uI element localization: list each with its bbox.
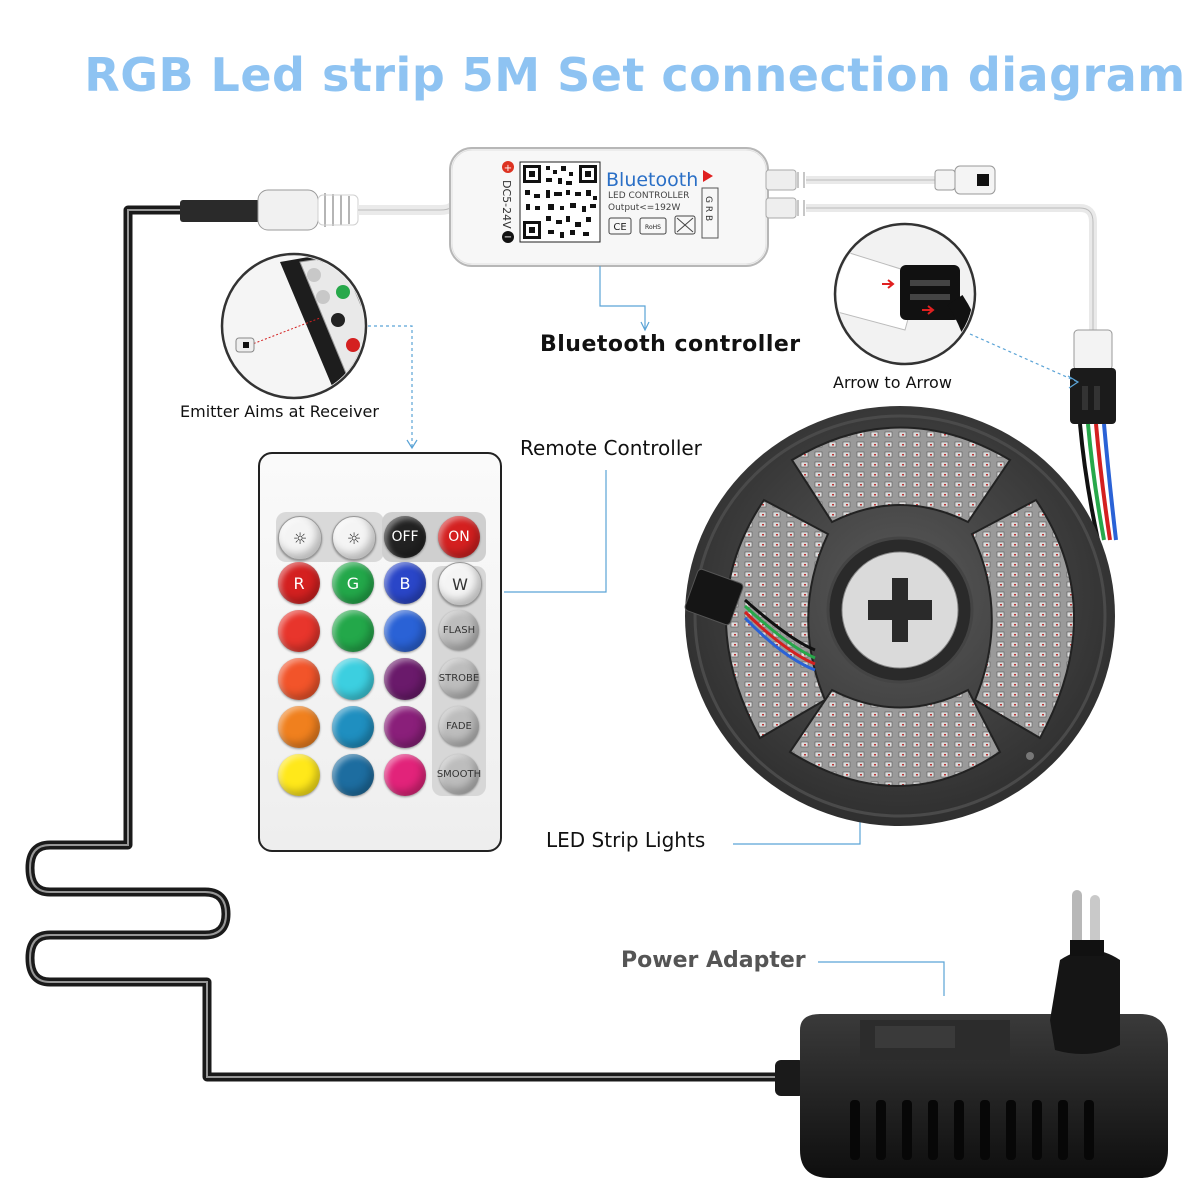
color-button[interactable] — [332, 610, 374, 652]
strobe-button[interactable]: STROBE — [439, 658, 479, 698]
svg-text:−: − — [504, 232, 512, 243]
svg-text:+: + — [504, 163, 512, 174]
brightness-up-button[interactable]: ☼ — [278, 516, 322, 560]
color-button[interactable] — [278, 754, 320, 796]
blue-button[interactable]: B — [384, 562, 426, 604]
diagram-title: RGB Led strip 5M Set connection diagram — [84, 48, 1186, 102]
controller-rohs: RoHS — [645, 224, 661, 231]
emitter-inset — [220, 252, 368, 400]
label-emitter: Emitter Aims at Receiver — [180, 402, 379, 421]
color-button[interactable] — [384, 658, 426, 700]
color-button[interactable] — [332, 658, 374, 700]
controller-leads — [765, 165, 1118, 541]
smooth-button[interactable]: SMOOTH — [437, 754, 481, 794]
controller-brand: Bluetooth — [606, 169, 698, 191]
label-remote-controller: Remote Controller — [520, 436, 702, 460]
dc-connector — [180, 189, 460, 231]
color-button[interactable] — [278, 610, 320, 652]
color-button[interactable] — [332, 754, 374, 796]
on-button[interactable]: ON — [438, 516, 480, 558]
flash-button[interactable]: FLASH — [439, 610, 479, 650]
led-strip-reel — [684, 406, 1115, 826]
green-button[interactable]: G — [332, 562, 374, 604]
fade-button[interactable]: FADE — [439, 706, 479, 746]
brightness-down-button[interactable]: ☼ — [332, 516, 376, 560]
power-adapter — [775, 890, 1168, 1178]
controller-output: Output<=192W — [608, 203, 681, 213]
remote-controller: ☼ ☼ OFF ON R G B W FLASH STROBE FADE SMO… — [258, 452, 502, 852]
label-bluetooth-controller: Bluetooth controller — [540, 332, 801, 357]
bluetooth-controller: + − DC5-24V Bluetooth LED CONTROLLER Out… — [449, 147, 769, 267]
color-button[interactable] — [278, 706, 320, 748]
arrow-inset — [833, 222, 977, 366]
color-button[interactable] — [278, 658, 320, 700]
color-button[interactable] — [384, 706, 426, 748]
controller-ce: CE — [613, 222, 626, 233]
label-led-strip-lights: LED Strip Lights — [546, 828, 706, 852]
color-button[interactable] — [384, 610, 426, 652]
controller-subtitle: LED CONTROLLER — [608, 191, 689, 201]
controller-pins: G R B — [703, 196, 713, 221]
red-button[interactable]: R — [278, 562, 320, 604]
leader-lines — [368, 266, 1080, 996]
white-button[interactable]: W — [438, 562, 482, 606]
color-button[interactable] — [332, 706, 374, 748]
off-button[interactable]: OFF — [384, 516, 426, 558]
label-power-adapter: Power Adapter — [621, 948, 806, 973]
label-arrow-to-arrow: Arrow to Arrow — [833, 373, 952, 392]
controller-voltage: DC5-24V — [500, 180, 513, 229]
color-button[interactable] — [384, 754, 426, 796]
